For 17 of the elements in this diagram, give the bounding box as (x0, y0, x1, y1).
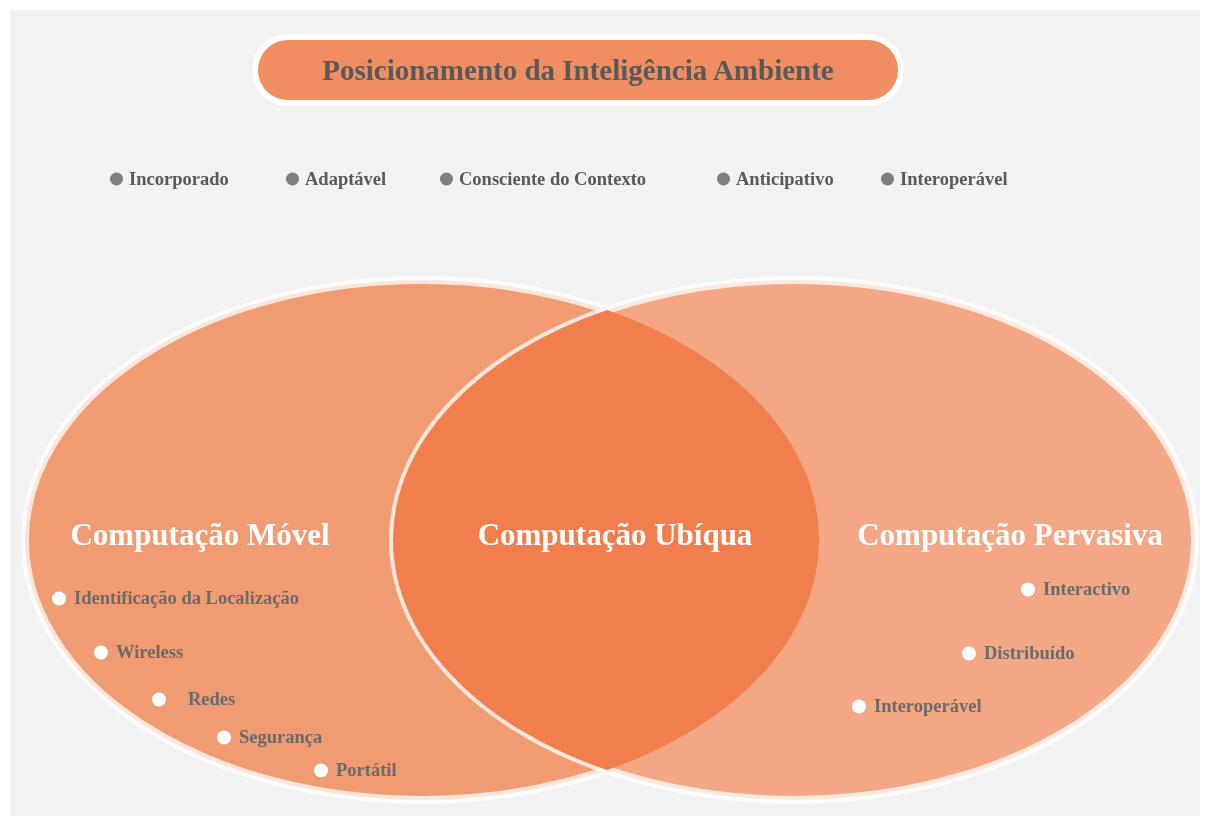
list-item-text: Identificação da Localização (74, 587, 300, 609)
list-item-text: Portátil (336, 759, 397, 781)
feature-label: Interoperável (900, 168, 1008, 190)
title: Posicionamento da Inteligência Ambiente (252, 34, 904, 106)
list-item-text: Segurança (239, 726, 323, 748)
feature-label: Adaptável (305, 168, 387, 190)
feature-label: Incorporado (129, 168, 229, 190)
feature-label: Anticipativo (736, 168, 834, 190)
list-item-text: Interactivo (1043, 578, 1131, 600)
list-item-text: Redes (188, 688, 236, 710)
list-item-text: Interoperável (874, 695, 982, 717)
region-heading: Computação Ubíqua (477, 517, 753, 553)
region-heading: Computação Pervasiva (857, 517, 1163, 553)
region-heading: Computação Móvel (70, 517, 330, 553)
list-item-text: Wireless (116, 641, 184, 663)
list-item-text: Distribuído (984, 642, 1075, 664)
feature-label: Consciente do Contexto (459, 168, 647, 190)
